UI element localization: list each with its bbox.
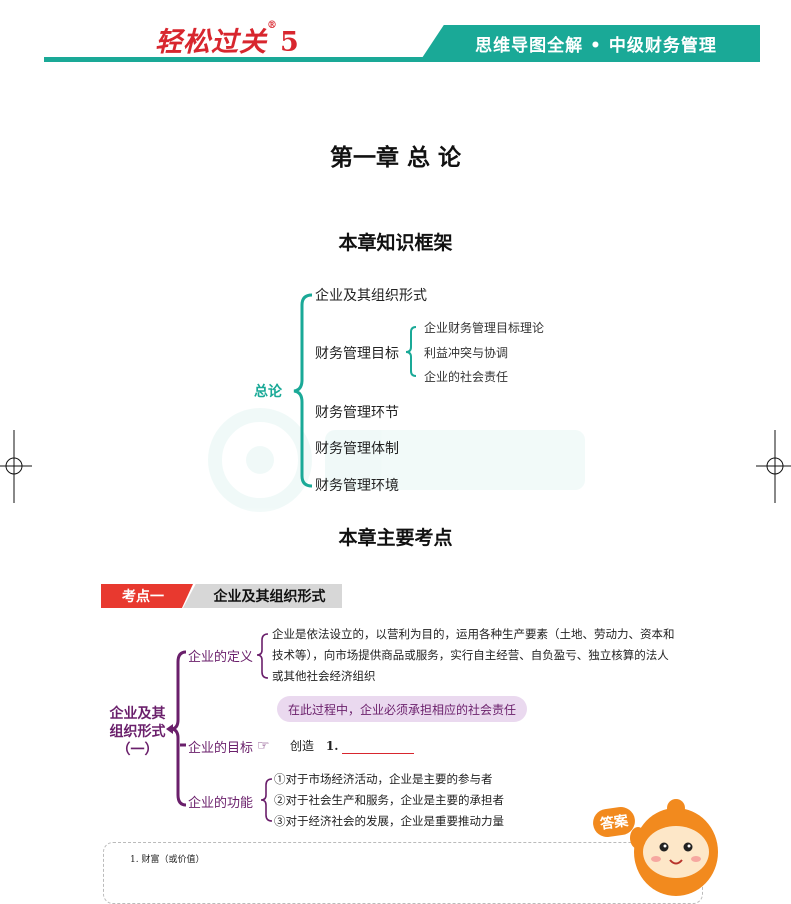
blank-number: 1. [325,739,339,753]
definition-text: 企业是依法设立的，以营利为目的，运用各种生产要素（土地、劳动力、资本和 技术等）… [272,624,702,687]
crosshair-icon [0,430,32,503]
function-text: ①对于市场经济活动，企业是主要的参与者 ②对于社会生产和服务，企业是主要的承担者… [274,769,504,832]
function-line: ②对于社会生产和服务，企业是主要的承担者 [274,793,504,807]
definition-line: 技术等），向市场提供商品或服务，实行自主经营、自负盈亏、独立核算的法人 [272,648,669,662]
kaodian-root-line: （一） [116,742,159,758]
header-tab-title: 思维导图全解 • 中级财务管理 [475,35,717,56]
chapter-title: 第一章 总 论 [329,145,461,171]
kaodian-tag: 考点一 [101,584,193,608]
framework-subitem: 企业财务管理目标理论 [424,321,545,335]
kaodian-root: 企业及其 组织形式 （一） [100,705,175,759]
social-responsibility-callout: 在此过程中，企业必须承担相应的社会责任 [277,696,527,722]
function-line: ③对于经济社会的发展，企业是重要推动力量 [274,814,504,828]
framework-item: 财务管理环境 [315,478,399,494]
framework-subitem: 企业的社会责任 [424,370,509,384]
kaodian-root-line: 企业及其 [109,706,166,722]
goal-create: 创造 1. [290,737,415,754]
key-points-title: 本章主要考点 [338,527,453,549]
pointing-hand-icon: ☞ [257,738,270,754]
watermark [208,408,585,512]
kaodian-topic: 企业及其组织形式 [183,584,342,608]
branch-definition: 企业的定义 [188,650,254,665]
framework-item: 企业及其组织形式 [315,288,427,304]
brand-logo: 轻松过关®5 [155,20,300,59]
framework-subitem: 利益冲突与协调 [424,346,509,360]
logo-mark: ® [267,20,278,31]
create-text: 创造 [290,739,315,753]
definition-line: 企业是依法设立的，以营利为目的，运用各种生产要素（土地、劳动力、资本和 [272,627,675,641]
header-tab: 思维导图全解 • 中级财务管理 [420,25,760,61]
branch-function: 企业的功能 [188,796,254,811]
kaodian-topic-label: 企业及其组织形式 [213,589,326,605]
framework-item: 财务管理目标 [315,346,399,362]
framework-item: 财务管理环节 [315,405,399,421]
answer-line: 1. 财富（或价值） [130,855,205,865]
framework-item: 财务管理体制 [315,441,399,457]
function-line: ①对于市场经济活动，企业是主要的参与者 [274,772,493,786]
logo-number: 5 [280,27,300,58]
framework-root: 总论 [254,384,282,400]
answer-blank [342,739,415,754]
header-rule [44,57,760,62]
framework-title: 本章知识框架 [338,232,453,254]
kaodian-tag-label: 考点一 [122,589,164,605]
crosshair-icon [756,430,791,503]
definition-line: 或其他社会经济组织 [272,669,376,683]
branch-goal: 企业的目标 [188,741,254,756]
logo-text: 轻松过关 [155,27,267,58]
kaodian-root-line: 组织形式 [109,724,166,740]
